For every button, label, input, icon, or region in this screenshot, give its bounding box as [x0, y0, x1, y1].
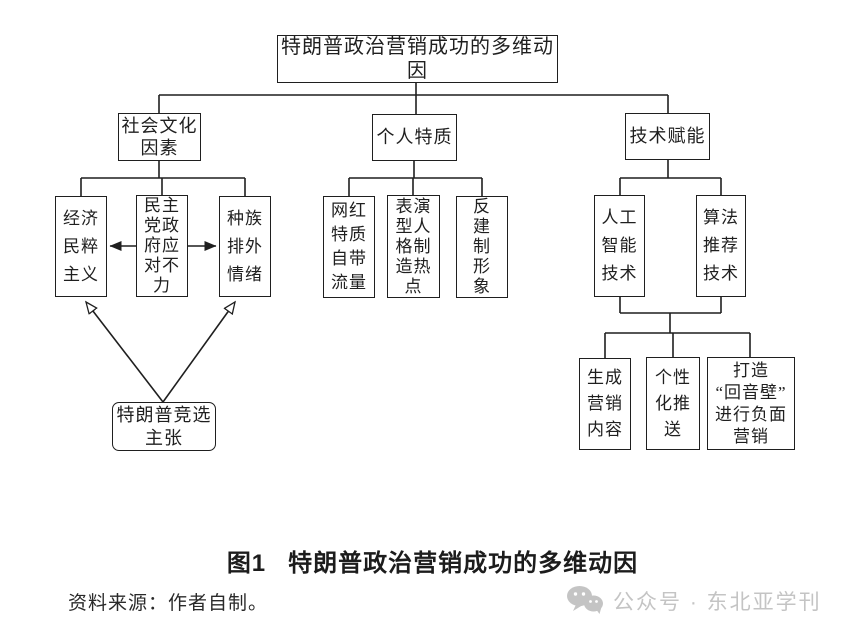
arrow-claims-to-racial: [162, 302, 235, 403]
node-personal-traits: 个人特质: [372, 114, 457, 161]
node-social-cultural-factors: 社会文化 因素: [118, 113, 201, 161]
node-algorithm-recommendation: 算法 推荐 技术: [696, 195, 746, 297]
node-tech-empowerment: 技术赋能: [625, 113, 710, 160]
node-root: 特朗普政治营销成功的多维动因: [277, 35, 558, 83]
node-anti-establishment: 反 建 制 形 象: [456, 196, 508, 298]
node-personalized-push: 个性 化推 送: [646, 357, 700, 450]
node-democrat-weak-response: 民主 党政 府应 对不 力: [136, 195, 188, 297]
edge-personal-children: [348, 161, 483, 196]
edge-social-children: [80, 160, 246, 196]
edge-tech-children: [619, 160, 722, 195]
wechat-icon: [567, 586, 603, 614]
node-performative-personality: 表演 型人 格制 造热 点: [387, 195, 440, 298]
node-racial-exclusion: 种族 排外 情绪: [219, 196, 271, 297]
watermark: 公众号 · 东北亚学刊: [566, 585, 822, 616]
edge-tech-outputs: [604, 332, 751, 358]
arrow-claims-to-populism: [86, 302, 164, 403]
node-economic-populism: 经济 民粹 主义: [55, 196, 107, 297]
watermark-text: 公众号 · 东北亚学刊: [613, 590, 822, 614]
figure-caption-title: 特朗普政治营销成功的多维动因: [288, 550, 639, 577]
node-influencer-traits: 网红 特质 自带 流量: [323, 196, 375, 298]
node-echo-chamber-negative: 打造 “回音壁” 进行负面 营销: [707, 357, 795, 450]
node-campaign-claims: 特朗普竞选 主张: [112, 402, 216, 451]
node-ai-technology: 人工 智能 技术: [594, 195, 645, 297]
node-generate-marketing-content: 生成 营销 内容: [579, 358, 631, 450]
figure-caption-number: 图1: [226, 550, 267, 577]
source-note: 资料来源：作者自制。: [68, 593, 269, 614]
figure-caption: 图1 特朗普政治营销成功的多维动因: [0, 543, 865, 578]
edge-tech-join: [619, 297, 722, 333]
